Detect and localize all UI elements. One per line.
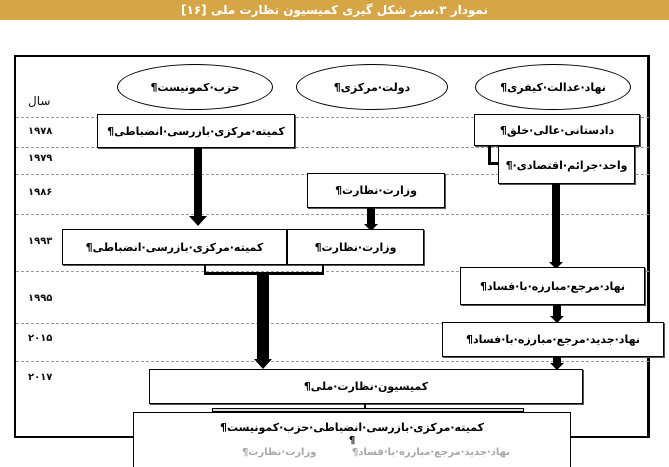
overlay-summary-box: کمیته·مرکزی·بازرسی·انضباطی·حزب·کمونیست¶ … bbox=[133, 412, 571, 467]
year-label: ۱۹۸۶ bbox=[28, 187, 53, 198]
gridline bbox=[16, 117, 649, 118]
year-label: ۱۹۹۵ bbox=[28, 293, 53, 304]
figure-title: نمودار ۳.سیر شکل گیری کمیسیون نظارت ملی … bbox=[0, 0, 669, 20]
merge-bracket bbox=[204, 272, 324, 275]
node-gov-1993: وزارت·نظارت¶ bbox=[287, 229, 424, 265]
connector-bar bbox=[212, 408, 524, 412]
node-justice-1979: واحد·جرائم·اقتصادی·¶ bbox=[498, 146, 635, 184]
year-label: ۱۹۷۹ bbox=[28, 153, 53, 164]
year-label: ۱۹۷۸ bbox=[28, 126, 53, 137]
year-label: ۲۰۱۷ bbox=[28, 372, 53, 383]
gridline bbox=[16, 271, 649, 272]
year-axis-header: سال bbox=[28, 94, 51, 108]
merge-bracket bbox=[322, 265, 324, 274]
arrow-shaft bbox=[367, 208, 375, 224]
node-party-1978: کمیته·مرکزی·بازرسی·انضباطی¶ bbox=[97, 114, 295, 148]
arrow-head bbox=[550, 363, 564, 370]
arrow-shaft bbox=[552, 184, 560, 262]
node-commission-2017: کمیسیون·نظارت·ملی¶ bbox=[149, 369, 583, 404]
arrow-shaft bbox=[553, 305, 561, 317]
node-justice-2015: نهاد·جدید·مرجع·مبارزه·با·فساد¶ bbox=[442, 322, 664, 357]
connector-line bbox=[488, 162, 498, 165]
node-gov-1986: وزارت·نظارت¶ bbox=[307, 173, 445, 208]
arrow-head bbox=[189, 216, 207, 226]
connector-line bbox=[488, 146, 491, 164]
summary-pilcrow: ¶ bbox=[348, 435, 356, 446]
node-party-1993: کمیته·مرکزی·بازرسی·انضباطی¶ bbox=[62, 229, 287, 265]
arrow-shaft bbox=[194, 148, 202, 216]
column-header-communist-party: حزب·کمونیست¶ bbox=[117, 64, 273, 110]
arrow-head bbox=[254, 359, 272, 369]
node-justice-1995: نهاد·مرجع·مبارزه·با·فساد¶ bbox=[460, 267, 645, 305]
merge-bracket bbox=[204, 265, 206, 274]
arrow-shaft bbox=[257, 275, 269, 359]
summary-sub-left: وزارت·نظارت¶ bbox=[242, 447, 317, 458]
column-header-criminal-justice: نهاد·عدالت·کیفری¶ bbox=[475, 64, 631, 110]
summary-main-text: کمیته·مرکزی·بازرسی·انضباطی·حزب·کمونیست¶ bbox=[220, 421, 484, 434]
column-header-central-government: دولت·مرکزی¶ bbox=[296, 64, 448, 110]
arrow-head bbox=[550, 316, 564, 323]
node-justice-1978: دادستانی·عالی·خلق¶ bbox=[474, 114, 640, 146]
gridline bbox=[16, 214, 649, 215]
year-label: ۱۹۹۳ bbox=[28, 236, 53, 247]
arrow-shaft bbox=[553, 357, 561, 365]
summary-sub-right: نهاد·جدید·مرجع·مبارزه·با·فساد¶ bbox=[351, 447, 510, 458]
arrow-head bbox=[364, 224, 378, 231]
year-label: ۲۰۱۵ bbox=[28, 333, 53, 344]
arrow-head bbox=[549, 262, 563, 269]
gridline bbox=[16, 361, 649, 362]
gridline bbox=[16, 147, 649, 148]
gridline bbox=[16, 323, 649, 324]
